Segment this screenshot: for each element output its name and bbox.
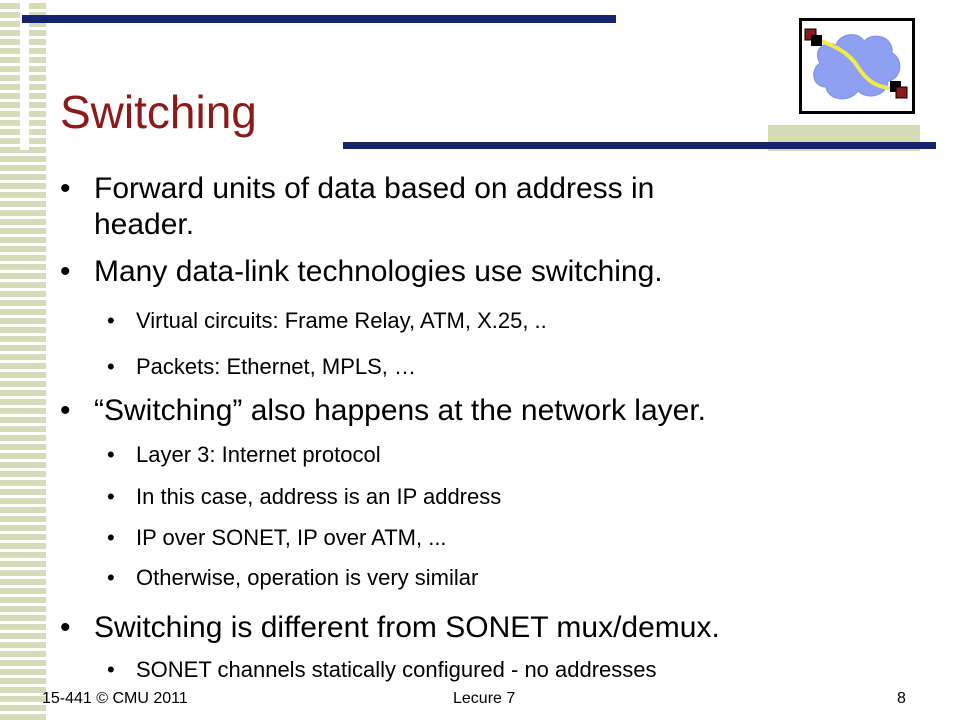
sub-list-item: • In this case, address is an IP address xyxy=(107,483,502,511)
bullet-dot: • xyxy=(60,172,71,205)
bullet-dot: • xyxy=(60,394,71,427)
bullet-dot: • xyxy=(107,657,115,682)
sub-bullet-text: SONET channels statically configured - n… xyxy=(136,657,657,682)
bullet-text-continuation: header. xyxy=(94,208,195,241)
title-rule xyxy=(343,142,936,149)
footer-course: 15-441 © CMU 2011 xyxy=(42,690,188,707)
bullet-dot: • xyxy=(107,565,115,590)
bullet-dot: • xyxy=(107,308,115,333)
sub-list-item: • IP over SONET, IP over ATM, ... xyxy=(107,524,447,552)
bullet-dot: • xyxy=(107,484,115,509)
sub-bullet-text: Virtual circuits: Frame Relay, ATM, X.25… xyxy=(136,308,547,333)
sub-bullet-text: Layer 3: Internet protocol xyxy=(136,442,381,467)
sub-bullet-text: IP over SONET, IP over ATM, ... xyxy=(136,525,447,550)
left-stripe-decoration xyxy=(0,0,46,720)
sub-list-item: • Otherwise, operation is very similar xyxy=(107,564,479,592)
bullet-dot: • xyxy=(107,442,115,467)
bullet-dot: • xyxy=(60,255,71,288)
footer-page-number: 8 xyxy=(897,690,906,707)
sub-list-item: • Layer 3: Internet protocol xyxy=(107,441,381,469)
list-item: • “Switching” also happens at the networ… xyxy=(60,393,706,429)
sub-bullet-text: Packets: Ethernet, MPLS, … xyxy=(136,354,417,379)
bullet-text: “Switching” also happens at the network … xyxy=(94,394,706,427)
footer-lecture: Lecure 7 xyxy=(453,690,516,707)
list-item: • Many data-link technologies use switch… xyxy=(60,254,663,290)
bullet-dot: • xyxy=(60,611,71,644)
sub-list-item: • SONET channels statically configured -… xyxy=(107,656,657,684)
network-cloud-icon xyxy=(799,18,915,114)
list-item: • Forward units of data based on address… xyxy=(60,171,655,207)
list-item: • Switching is different from SONET mux/… xyxy=(60,610,720,646)
bullet-dot: • xyxy=(107,354,115,379)
sub-list-item: • Packets: Ethernet, MPLS, … xyxy=(107,353,417,381)
bullet-text: Many data-link technologies use switchin… xyxy=(94,255,663,288)
bullet-dot: • xyxy=(107,525,115,550)
slide-title: Switching xyxy=(60,86,257,138)
bullet-text: Forward units of data based on address i… xyxy=(94,172,655,205)
sub-bullet-text: In this case, address is an IP address xyxy=(136,484,502,509)
list-item-continuation: header. xyxy=(94,207,194,243)
bullet-text: Switching is different from SONET mux/de… xyxy=(94,611,720,644)
sub-bullet-text: Otherwise, operation is very similar xyxy=(136,565,479,590)
sub-list-item: • Virtual circuits: Frame Relay, ATM, X.… xyxy=(107,307,547,335)
top-rule xyxy=(22,15,616,23)
